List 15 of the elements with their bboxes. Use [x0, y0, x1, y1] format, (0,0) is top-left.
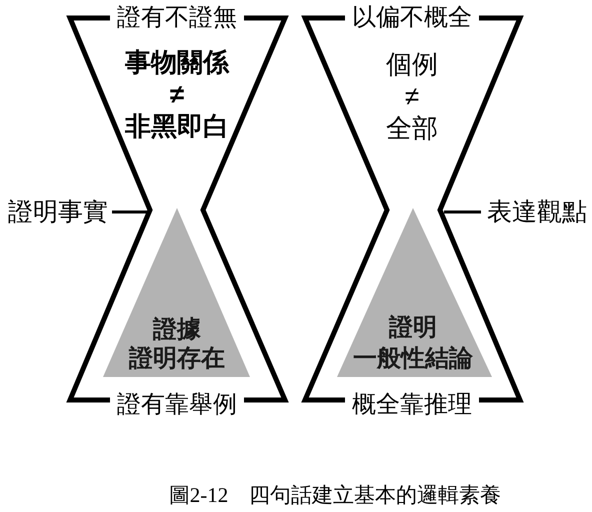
hourglass-bottom-label: 證有靠舉例: [117, 391, 237, 419]
leader-line: [444, 210, 481, 214]
leader-line: [112, 210, 147, 214]
triangle-label: 證明存在: [129, 345, 225, 373]
triangle-label: 證據: [153, 316, 201, 344]
statement-text: 個例 ≠ 全部: [386, 48, 438, 144]
side-label: 證明事實: [8, 198, 108, 227]
statement-text: 事物關係 ≠ 非黑即白: [125, 46, 229, 142]
hourglass-bottom-label: 概全靠推理: [352, 391, 472, 419]
triangle-label: 一般性結論: [353, 345, 473, 373]
hourglass-top-label: 以偏不概全: [352, 4, 472, 32]
figure-caption: 圖2-12 四句話建立基本的邏輯素養: [168, 482, 502, 508]
triangle-label: 證明: [389, 314, 437, 342]
hourglass-top-label: 證有不證無: [117, 4, 237, 32]
side-label: 表達觀點: [487, 198, 587, 227]
